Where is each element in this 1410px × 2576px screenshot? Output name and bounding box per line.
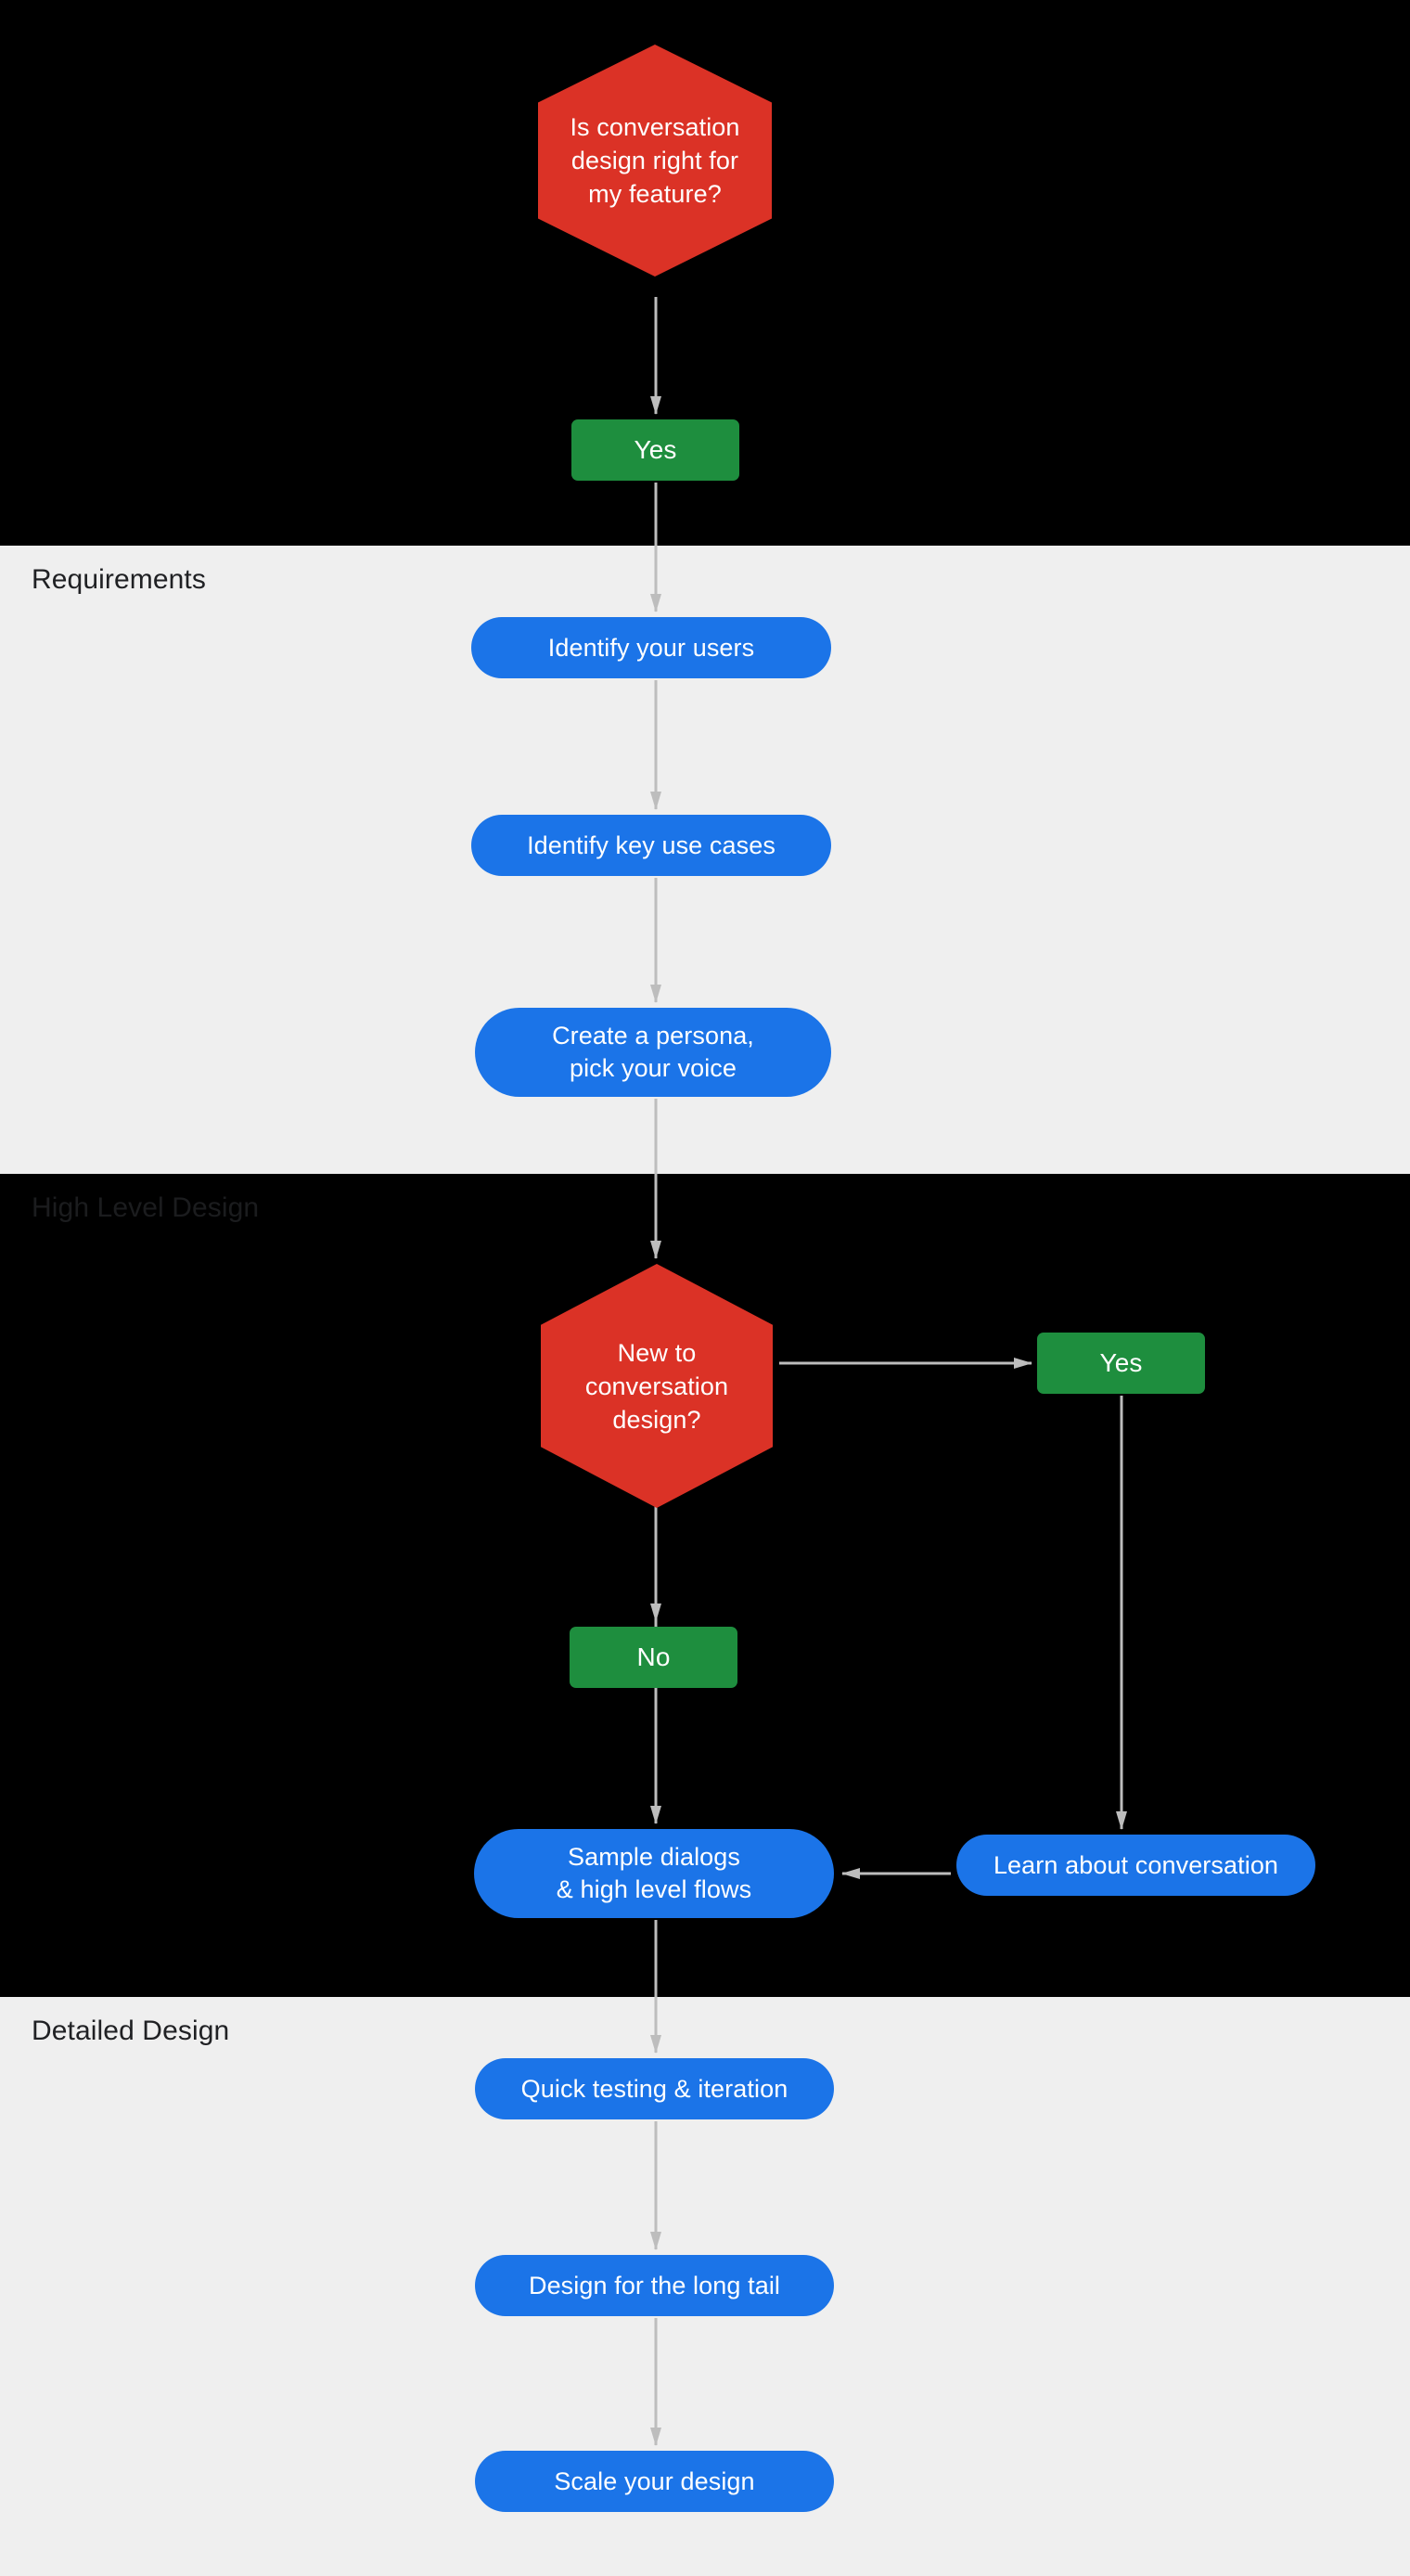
step-scale-your-design[interactable]: Scale your design (475, 2451, 834, 2512)
answer-yes-top-label: Yes (634, 435, 677, 464)
step-create-persona-pick-voice[interactable]: Create a persona, pick your voice (475, 1008, 831, 1097)
section-label-band-detailed-design: Detailed Design (32, 2016, 230, 2046)
step-design-for-the-long-tail[interactable]: Design for the long tail (475, 2255, 834, 2316)
answer-no-branch[interactable]: No (570, 1627, 737, 1688)
answer-yes-branch[interactable]: Yes (1037, 1333, 1205, 1394)
answer-yes-branch-label: Yes (1099, 1348, 1143, 1377)
section-label-band-requirements: Requirements (32, 564, 206, 595)
step-scale-your-design-label: Scale your design (554, 2467, 755, 2495)
step-identify-key-use-cases-label: Identify key use cases (527, 831, 776, 859)
answer-no-branch-label: No (636, 1642, 671, 1671)
hexagon-shape (541, 1264, 773, 1508)
step-identify-your-users[interactable]: Identify your users (471, 617, 831, 678)
decision-conversation-design-right[interactable]: Is conversation design right for my feat… (538, 45, 772, 277)
answer-yes-top[interactable]: Yes (571, 419, 739, 481)
step-quick-testing-iteration[interactable]: Quick testing & iteration (475, 2058, 834, 2119)
step-identify-your-users-label: Identify your users (547, 633, 755, 662)
step-learn-about-conversation[interactable]: Learn about conversation (956, 1835, 1315, 1896)
step-learn-about-conversation-label: Learn about conversation (993, 1850, 1279, 1879)
step-create-persona-pick-voice-label: Create a persona, pick your voice (552, 1022, 754, 1082)
step-sample-dialogs-high-level-flows[interactable]: Sample dialogs & high level flows (474, 1829, 834, 1918)
decision-new-to-conversation-design[interactable]: New to conversation design? (541, 1264, 773, 1508)
section-label-band-high-level: High Level Design (32, 1192, 260, 1223)
step-sample-dialogs-high-level-flows-label: Sample dialogs & high level flows (556, 1843, 752, 1903)
decision-new-to-conversation-design-label: New to conversation design? (584, 1338, 729, 1434)
decision-conversation-design-right-label: Is conversation design right for my feat… (570, 113, 740, 208)
step-identify-key-use-cases[interactable]: Identify key use cases (471, 815, 831, 876)
step-quick-testing-iteration-label: Quick testing & iteration (520, 2074, 788, 2103)
step-design-for-the-long-tail-label: Design for the long tail (528, 2271, 781, 2299)
